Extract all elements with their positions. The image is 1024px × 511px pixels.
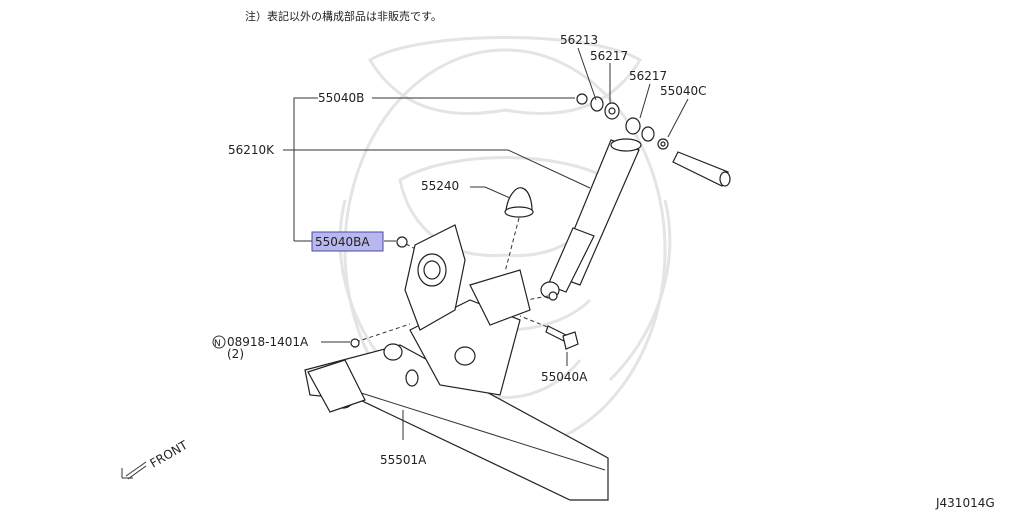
- front-arrow-icon: [121, 461, 147, 480]
- leader-lines: [283, 47, 689, 440]
- highlight-box-55040ba[interactable]: [311, 231, 384, 252]
- front-label: FRONT: [148, 438, 191, 471]
- label-55040a: 55040A: [541, 370, 588, 384]
- figure-id: J431014G: [935, 496, 995, 510]
- axle-beam: [304, 224, 609, 501]
- label-55040c: 55040C: [660, 84, 707, 98]
- shock-absorber: [540, 138, 642, 301]
- label-55040b: 55040B: [318, 91, 364, 105]
- label-56210k: 56210K: [228, 143, 275, 157]
- note-text: 注）表記以外の構成部品は非販売です。: [245, 9, 442, 23]
- bolt-55040a: [545, 325, 579, 350]
- label-55040ba[interactable]: 55040BA: [315, 235, 370, 249]
- n-marker-letter: N: [214, 339, 221, 349]
- top-washers: [576, 93, 669, 150]
- small-bolt: [350, 338, 360, 348]
- bump-stopper: [504, 187, 534, 218]
- n-marker-icon: [212, 335, 226, 349]
- rod-55040c: [672, 151, 731, 187]
- label-56217-upper: 56217: [590, 49, 628, 63]
- nut: [396, 236, 408, 248]
- label-56213: 56213: [560, 33, 598, 47]
- label-08918-1401a: 08918-1401A: [227, 335, 309, 349]
- label-56217-lower: 56217: [629, 69, 667, 83]
- label-08918-qty: (2): [227, 347, 244, 361]
- bracket-line: [293, 97, 318, 241]
- label-55240: 55240: [421, 179, 459, 193]
- label-55501a: 55501A: [380, 453, 427, 467]
